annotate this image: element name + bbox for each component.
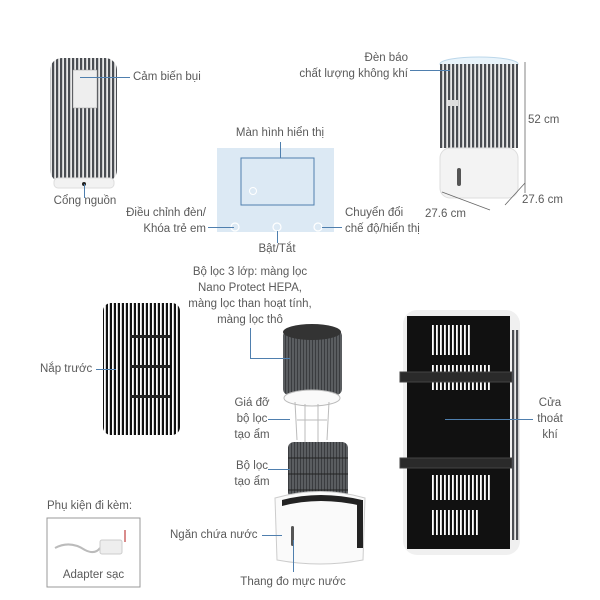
label-humid-filter-1: Bộ lọc — [236, 460, 268, 472]
adapter-box — [46, 517, 141, 588]
label-holder-1: Giá đỡ — [234, 397, 270, 409]
label-air-quality-light-1: Đèn báo — [364, 52, 408, 64]
label-depth: 27.6 cm — [522, 194, 563, 206]
label-holder-3: tạo ẩm — [234, 429, 270, 441]
label-air-outlet-3: khí — [542, 429, 558, 441]
label-filter-3: màng lọc than hoạt tính, — [188, 298, 312, 310]
filter-holder — [283, 389, 341, 442]
purifier-open-view — [399, 310, 520, 555]
control-panel — [217, 148, 334, 232]
front-cover — [103, 303, 180, 435]
hepa-filter — [283, 324, 342, 395]
label-holder-2: bộ lọc — [236, 413, 268, 425]
leader-line — [445, 419, 533, 420]
label-air-outlet-2: thoát — [537, 413, 563, 425]
purifier-back-view — [50, 58, 117, 189]
label-filter-2: Nano Protect HEPA, — [198, 282, 302, 294]
label-water-tank: Ngăn chứa nước — [170, 529, 258, 541]
leader-line — [208, 227, 234, 228]
label-dust-sensor: Cảm biến bụi — [133, 71, 201, 83]
label-light-lock-1: Điều chỉnh đèn/ — [126, 207, 206, 219]
leader-line — [322, 227, 342, 228]
leader-line — [84, 184, 85, 198]
label-accessories: Phụ kiện đi kèm: — [47, 500, 133, 512]
label-light-lock-2: Khóa trẻ em — [143, 223, 206, 235]
leader-line — [280, 142, 281, 158]
humidifier-filter — [288, 442, 348, 498]
label-filter-4: màng lọc thô — [217, 314, 283, 326]
label-air-quality-light-2: chất lượng không khí — [299, 68, 408, 80]
label-adapter: Adapter sạc — [62, 569, 125, 581]
label-mode-1: Chuyển đổi — [345, 207, 404, 219]
label-power-button: Bật/Tắt — [258, 243, 296, 255]
leader-line — [277, 231, 278, 243]
label-filter-1: Bộ lọc 3 lớp: màng lọc — [192, 266, 308, 278]
dimension-lines — [441, 62, 526, 211]
label-humid-filter-2: tạo ẩm — [234, 476, 270, 488]
label-mode-2: chế độ/hiển thị — [345, 223, 420, 235]
leader-line — [80, 77, 130, 78]
purifier-front-view — [439, 56, 519, 199]
leader-line — [268, 469, 290, 470]
leader-line — [293, 540, 294, 572]
label-power-port: Cổng nguồn — [53, 195, 117, 207]
leader-line — [250, 358, 290, 359]
leader-line — [262, 535, 282, 536]
leader-line — [250, 328, 251, 358]
label-air-outlet-1: Cửa — [538, 397, 562, 409]
label-display: Màn hình hiển thị — [235, 127, 325, 139]
leader-line — [96, 369, 116, 370]
label-height: 52 cm — [528, 114, 560, 126]
water-tank — [274, 491, 366, 565]
label-front-cover: Nắp trước — [40, 363, 93, 375]
leader-line — [268, 419, 290, 420]
label-width: 27.6 cm — [425, 208, 466, 220]
label-water-gauge: Thang đo mực nước — [240, 576, 346, 588]
leader-line — [410, 70, 450, 71]
